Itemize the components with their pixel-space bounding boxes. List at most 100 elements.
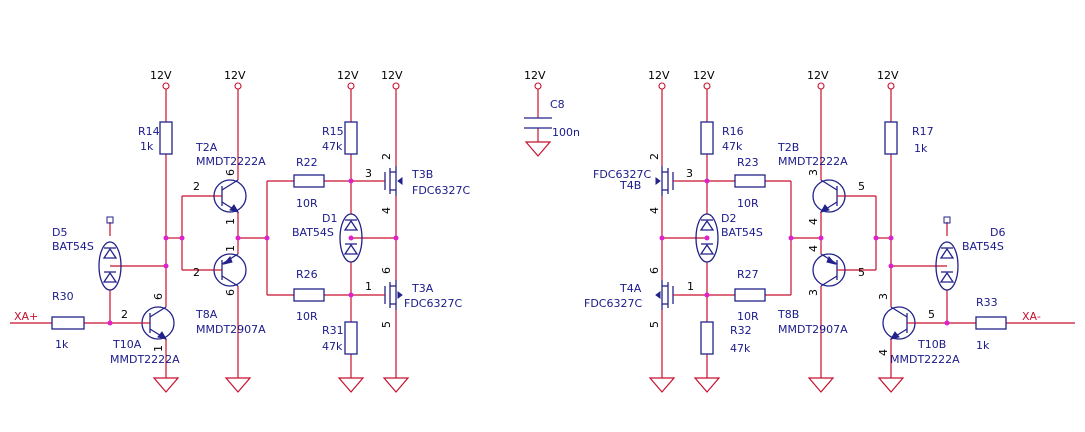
svg-text:C8: C8	[550, 98, 565, 111]
ground-icon	[337, 377, 365, 393]
svg-text:5: 5	[858, 180, 865, 193]
svg-text:6: 6	[224, 169, 237, 176]
resistor-r16: R16 47k	[700, 121, 744, 155]
svg-text:D1: D1	[322, 212, 337, 225]
svg-text:2: 2	[193, 266, 200, 279]
rail-12v-t4b: 12V	[648, 69, 670, 166]
svg-text:12V: 12V	[648, 69, 670, 82]
svg-text:R26: R26	[296, 268, 318, 281]
svg-text:12V: 12V	[150, 69, 172, 82]
resistor-r30: R30 1k	[51, 290, 85, 351]
svg-text:6: 6	[648, 267, 661, 274]
svg-text:T8B: T8B	[777, 308, 799, 321]
svg-text:T2B: T2B	[777, 141, 799, 154]
svg-text:2: 2	[193, 180, 200, 193]
transistor-t8b: T8B MMDT2907A 5 4 3	[777, 245, 865, 336]
svg-text:47k: 47k	[322, 340, 343, 353]
svg-text:6: 6	[224, 289, 237, 296]
transistor-t8a: T8A MMDT2907A 2 1 6	[193, 245, 266, 336]
svg-text:T4B: T4B	[619, 179, 641, 192]
svg-text:5: 5	[928, 308, 935, 321]
svg-text:10R: 10R	[737, 197, 759, 210]
svg-text:10R: 10R	[737, 310, 759, 323]
svg-text:T3A: T3A	[411, 282, 434, 295]
svg-text:47k: 47k	[730, 342, 751, 355]
svg-text:4: 4	[807, 245, 820, 252]
svg-text:R17: R17	[912, 125, 934, 138]
svg-text:5: 5	[858, 266, 865, 279]
svg-text:2: 2	[380, 153, 393, 160]
svg-text:1k: 1k	[140, 140, 154, 153]
mosfet-t3a: T3A FDC6327C 1 6 5	[365, 267, 462, 328]
svg-text:1: 1	[152, 345, 165, 352]
rail-12v-r14: 12V	[150, 69, 172, 122]
svg-text:12V: 12V	[524, 69, 546, 82]
svg-text:MMDT2222A: MMDT2222A	[778, 155, 848, 168]
ground-icon	[224, 377, 252, 393]
svg-text:3: 3	[877, 293, 890, 300]
svg-text:12V: 12V	[337, 69, 359, 82]
svg-text:R15: R15	[322, 125, 344, 138]
svg-text:10R: 10R	[296, 310, 318, 323]
rail-12v-t3b: 12V	[381, 69, 403, 166]
ground-icon	[877, 377, 905, 393]
svg-text:R14: R14	[138, 125, 160, 138]
resistor-r17: R17 1k	[884, 121, 934, 155]
svg-text:R32: R32	[730, 324, 752, 337]
svg-text:R16: R16	[722, 125, 744, 138]
svg-text:R33: R33	[976, 296, 998, 309]
svg-text:4: 4	[877, 349, 890, 356]
svg-text:D5: D5	[52, 226, 67, 239]
svg-text:MMDT2907A: MMDT2907A	[196, 323, 266, 336]
transistor-t10b: T10B MMDT2222A 5 3 4	[877, 293, 960, 366]
rail-12v-c8: 12V	[524, 69, 546, 118]
svg-text:BAT54S: BAT54S	[292, 226, 334, 239]
svg-text:MMDT2222A: MMDT2222A	[196, 155, 266, 168]
svg-text:FDC6327C: FDC6327C	[404, 297, 462, 310]
svg-text:6: 6	[152, 293, 165, 300]
svg-text:R23: R23	[737, 156, 759, 169]
resistor-r26: R26 10R	[293, 268, 325, 323]
resistor-r33: R33 1k	[975, 296, 1007, 352]
svg-text:1: 1	[365, 280, 372, 293]
ground-symbols	[152, 141, 905, 393]
svg-text:12V: 12V	[693, 69, 715, 82]
rail-12v-r17: 12V	[877, 69, 899, 122]
svg-text:2: 2	[648, 153, 661, 160]
svg-text:R27: R27	[737, 268, 759, 281]
net-label-xa-plus: XA+	[14, 310, 38, 323]
svg-text:BAT54S: BAT54S	[52, 240, 94, 253]
svg-text:T4A: T4A	[619, 282, 642, 295]
svg-text:12V: 12V	[807, 69, 829, 82]
svg-text:2: 2	[121, 308, 128, 321]
diode-d5: D5 BAT54S	[52, 216, 122, 291]
resistor-r14: R14 1k	[138, 121, 173, 155]
svg-text:1: 1	[224, 245, 237, 252]
mosfet-t4b: FDC6327C T4B 3 2 4	[593, 153, 693, 214]
svg-text:D6: D6	[990, 226, 1005, 239]
ground-icon	[693, 377, 721, 393]
svg-text:47k: 47k	[322, 140, 343, 153]
svg-text:T10A: T10A	[112, 338, 142, 351]
mosfet-t4a: T4A FDC6327C 1 6 5	[584, 267, 694, 328]
svg-text:5: 5	[648, 321, 661, 328]
rail-12v-t2b: 12V	[807, 69, 829, 180]
svg-text:5: 5	[380, 321, 393, 328]
transistor-t2b: T2B MMDT2222A 5 3 4	[777, 141, 865, 225]
svg-text:T2A: T2A	[195, 141, 218, 154]
svg-text:3: 3	[807, 169, 820, 176]
svg-text:100n: 100n	[552, 126, 580, 139]
capacitor-c8: C8 100n	[524, 98, 580, 139]
resistor-r15: R15 47k	[322, 121, 358, 155]
svg-text:R30: R30	[52, 290, 74, 303]
svg-text:3: 3	[365, 167, 372, 180]
svg-text:3: 3	[807, 289, 820, 296]
svg-text:12V: 12V	[381, 69, 403, 82]
diode-d2: D2 BAT54S	[695, 212, 763, 263]
svg-text:MMDT2907A: MMDT2907A	[778, 323, 848, 336]
rail-12v-t2a: 12V	[224, 69, 246, 180]
svg-text:47k: 47k	[722, 140, 743, 153]
resistor-r22: R22 10R	[293, 156, 325, 210]
svg-text:FDC6327C: FDC6327C	[412, 184, 470, 197]
svg-text:T3B: T3B	[411, 168, 433, 181]
